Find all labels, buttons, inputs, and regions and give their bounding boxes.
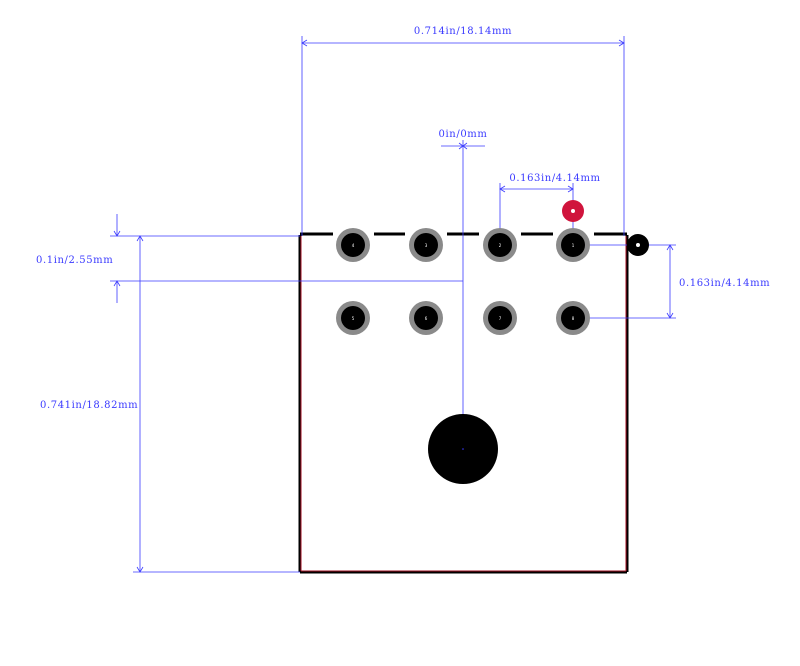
dim-top-offset: 0.1in/2.55mm — [36, 255, 113, 266]
component-outline — [298, 232, 629, 574]
pin-1-indicator-icon — [562, 200, 584, 222]
pad-4: 4 — [336, 228, 370, 262]
pad-label: 5 — [352, 316, 355, 321]
pad-6: 6 — [409, 301, 443, 335]
pad-label: 1 — [572, 243, 575, 248]
pad-5: 5 — [336, 301, 370, 335]
origin-icon — [627, 234, 649, 256]
dim-pin-pitch-x: 0.163in/4.14mm — [509, 173, 600, 184]
pad-row-1: 4 3 2 1 — [336, 228, 590, 262]
dim-overall-height: 0.741in/18.82mm — [40, 400, 138, 411]
pad-label: 4 — [352, 243, 355, 248]
pad-row-2: 5 6 7 8 — [336, 301, 590, 335]
pad-label: 6 — [425, 316, 428, 321]
pad-8: 8 — [556, 301, 590, 335]
dim-row-pitch-y: 0.163in/4.14mm — [679, 278, 770, 289]
pad-7: 7 — [483, 301, 517, 335]
pad-3: 3 — [409, 228, 443, 262]
pad-label: 8 — [572, 316, 575, 321]
mounting-hole-center — [462, 448, 464, 450]
pad-label: 3 — [425, 243, 428, 248]
dim-center-offset: 0in/0mm — [439, 129, 488, 140]
pad-label: 2 — [499, 243, 502, 248]
pad-2: 2 — [483, 228, 517, 262]
pad-1: 1 — [556, 228, 590, 262]
pad-label: 7 — [499, 316, 502, 321]
dim-overall-width: 0.714in/18.14mm — [414, 26, 512, 37]
dimension-lines — [110, 36, 676, 573]
